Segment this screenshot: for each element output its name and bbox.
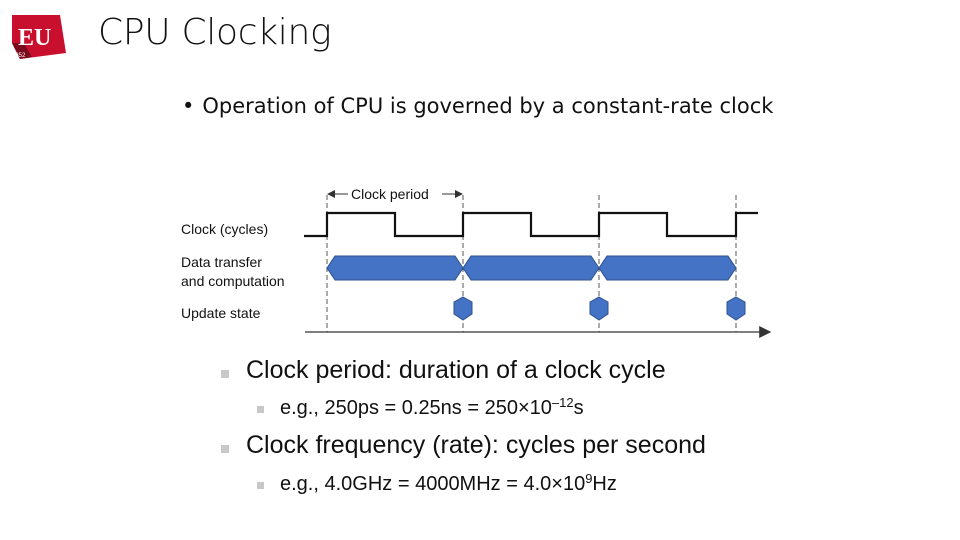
- point-clock-period: Clock period: duration of a clock cycle: [246, 356, 666, 384]
- eu-logo: EU 1852: [12, 15, 66, 59]
- example-1-text: e.g., 250ps = 0.25ns = 250×10: [280, 397, 552, 419]
- clock-waveform: [304, 211, 758, 238]
- example-1-exponent: –12: [551, 395, 574, 410]
- data-block-2: [462, 255, 600, 281]
- logo-text: EU: [18, 25, 51, 51]
- update-hex-1: [453, 296, 473, 321]
- row-label-data-1: Data transfer: [181, 254, 262, 270]
- data-block-1: [326, 255, 464, 281]
- sub-bullet-square: [257, 482, 264, 489]
- update-hex-2: [589, 296, 609, 321]
- example-2-exponent: 9: [585, 471, 593, 486]
- timing-diagram-svg: [304, 190, 772, 338]
- bullet-square: [221, 370, 229, 378]
- main-bullet: • Operation of CPU is governed by a const…: [182, 94, 773, 118]
- point-clock-frequency: Clock frequency (rate): cycles per secon…: [246, 431, 706, 459]
- example-2-unit: Hz: [592, 473, 617, 495]
- bullet-dot: •: [182, 94, 195, 118]
- example-1-unit: s: [573, 397, 584, 419]
- data-block-3: [598, 255, 737, 281]
- bullet-square: [221, 445, 229, 453]
- row-label-update: Update state: [181, 305, 261, 321]
- timing-diagram: Clock period Clock (cycles) Data transfe…: [0, 175, 960, 365]
- update-hex-3: [726, 296, 746, 321]
- example-2-text: e.g., 4.0GHz = 4000MHz = 4.0×10: [280, 473, 586, 495]
- logo-year: 1852: [12, 53, 26, 59]
- sub-bullet-square: [257, 406, 264, 413]
- main-bullet-text: Operation of CPU is governed by a consta…: [202, 94, 774, 118]
- point-clock-period-example: e.g., 250ps = 0.25ns = 250×10–12s: [280, 395, 584, 420]
- slide-title: CPU Clocking: [98, 12, 332, 53]
- clock-period-label: Clock period: [351, 186, 429, 202]
- point-clock-frequency-example: e.g., 4.0GHz = 4000MHz = 4.0×109Hz: [280, 471, 617, 496]
- row-label-clock: Clock (cycles): [181, 221, 269, 237]
- row-label-data-2: and computation: [181, 273, 285, 289]
